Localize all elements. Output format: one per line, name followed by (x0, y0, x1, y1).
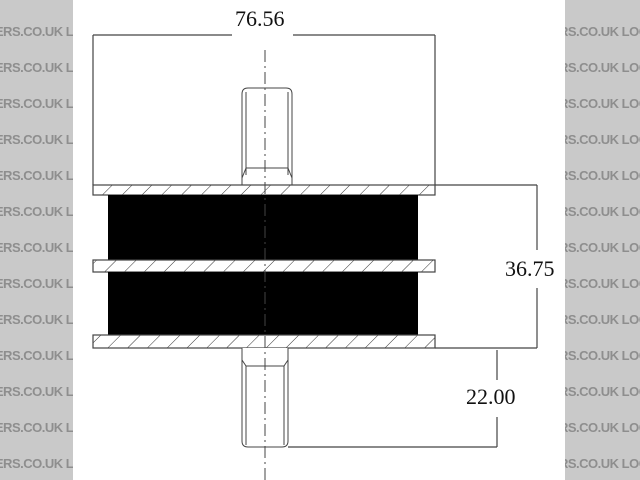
rubber-block-upper (108, 195, 418, 260)
watermark-text: DERS.CO.UK LOCO (0, 168, 73, 183)
watermark-text: RS.CO.UK LOCOSTE (565, 276, 640, 291)
watermark-text: DERS.CO.UK LOCO (0, 240, 73, 255)
width-dimension-label: 76.56 (235, 6, 285, 31)
watermark-text: DERS.CO.UK LOCO (0, 384, 73, 399)
height-dimension-label: 36.75 (505, 256, 555, 281)
stud-length-dimension-label: 22.00 (466, 384, 516, 409)
watermark-text: RS.CO.UK LOCOSTE (565, 456, 640, 471)
watermark-text: RS.CO.UK LOCOSTE (565, 348, 640, 363)
top-plate (92, 184, 436, 196)
top-threaded-stud (241, 87, 293, 185)
watermark-text: DERS.CO.UK LOCO (0, 456, 73, 471)
stud-length-dimension-lines (288, 350, 498, 448)
watermark-text: DERS.CO.UK LOCO (0, 60, 73, 75)
watermark-text: RS.CO.UK LOCOSTE (565, 384, 640, 399)
watermark-text: RS.CO.UK LOCOSTE (565, 420, 640, 435)
watermark-text: RS.CO.UK LOCOSTE (565, 96, 640, 111)
watermark-text: DERS.CO.UK LOCO (0, 420, 73, 435)
watermark-text: DERS.CO.UK LOCO (0, 312, 73, 327)
watermark-text: DERS.CO.UK LOCO (0, 96, 73, 111)
watermark-right: RS.CO.UK LOCOSTE RS.CO.UK LOCOSTE RS.CO.UK… (565, 0, 640, 480)
watermark-text: DERS.CO.UK LOCO (0, 132, 73, 147)
watermark-text: DERS.CO.UK LOCO (0, 348, 73, 363)
middle-plate (92, 259, 436, 273)
watermark-text: RS.CO.UK LOCOSTE (565, 240, 640, 255)
watermark-text: DERS.CO.UK LOCO (0, 276, 73, 291)
watermark-text: RS.CO.UK LOCOSTE (565, 132, 640, 147)
watermark-text: RS.CO.UK LOCOSTE (565, 168, 640, 183)
watermark-text: RS.CO.UK LOCOSTE (565, 312, 640, 327)
watermark-text: RS.CO.UK LOCOSTE (565, 24, 640, 39)
width-dimension-lines (92, 34, 436, 185)
rubber-block-lower (108, 272, 418, 335)
watermark-left: DERS.CO.UK LOCO DERS.CO.UK LOCO DERS.CO.UK… (0, 0, 73, 480)
watermark-text: RS.CO.UK LOCOSTE (565, 204, 640, 219)
watermark-text: DERS.CO.UK LOCO (0, 204, 73, 219)
height-dimension-lines (435, 184, 538, 349)
bottom-plate (92, 334, 436, 349)
watermark-text: DERS.CO.UK LOCO (0, 24, 73, 39)
watermark-text: RS.CO.UK LOCOSTE (565, 60, 640, 75)
